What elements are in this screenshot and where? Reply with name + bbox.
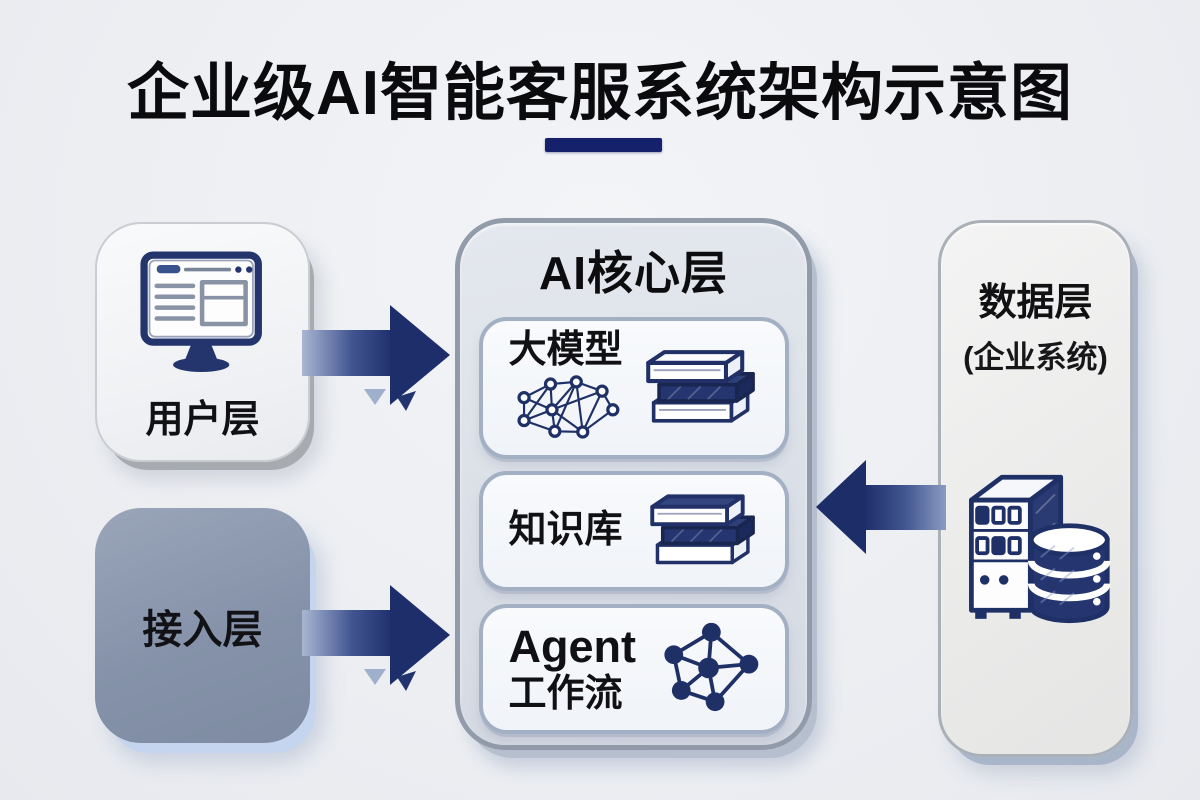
user-layer-label: 用户层: [145, 399, 260, 441]
ai-core-title: AI核心层: [539, 247, 728, 299]
workflow-graph-icon: [655, 617, 763, 721]
page-title: 企业级AI智能客服系统架构示意图: [126, 59, 1073, 128]
user-layer-box: 用户层: [95, 222, 310, 462]
access-layer-box: 接入层: [95, 508, 310, 743]
monitor-icon: [135, 246, 271, 382]
data-layer-label: 数据层: [978, 282, 1093, 324]
arrow-user-to-core: [302, 299, 452, 422]
arrow-data-to-core: [814, 455, 946, 560]
agent-label-line1: Agent: [508, 621, 637, 673]
access-layer-label: 接入层: [142, 607, 263, 652]
ai-core-item-model: 大模型: [478, 317, 789, 459]
ai-core-item-agent-workflow: Agent 工作流: [478, 604, 789, 734]
neural-network-icon: [509, 374, 625, 447]
data-layer-sublabel: (企业系统): [963, 340, 1108, 375]
books-icon: [645, 479, 763, 584]
model-label: 大模型: [508, 328, 623, 371]
title-underline: [545, 138, 662, 152]
ai-core-box: AI核心层 大模型: [455, 218, 812, 750]
server-database-icon: [960, 465, 1112, 633]
books-icon: [641, 334, 763, 443]
arrow-access-to-core: [302, 579, 452, 702]
data-layer-box: 数据层 (企业系统): [938, 220, 1133, 757]
knowledge-base-label: 知识库: [508, 509, 623, 552]
ai-core-item-knowledge-base: 知识库: [478, 471, 789, 591]
agent-label-line2: 工作流: [508, 673, 623, 716]
